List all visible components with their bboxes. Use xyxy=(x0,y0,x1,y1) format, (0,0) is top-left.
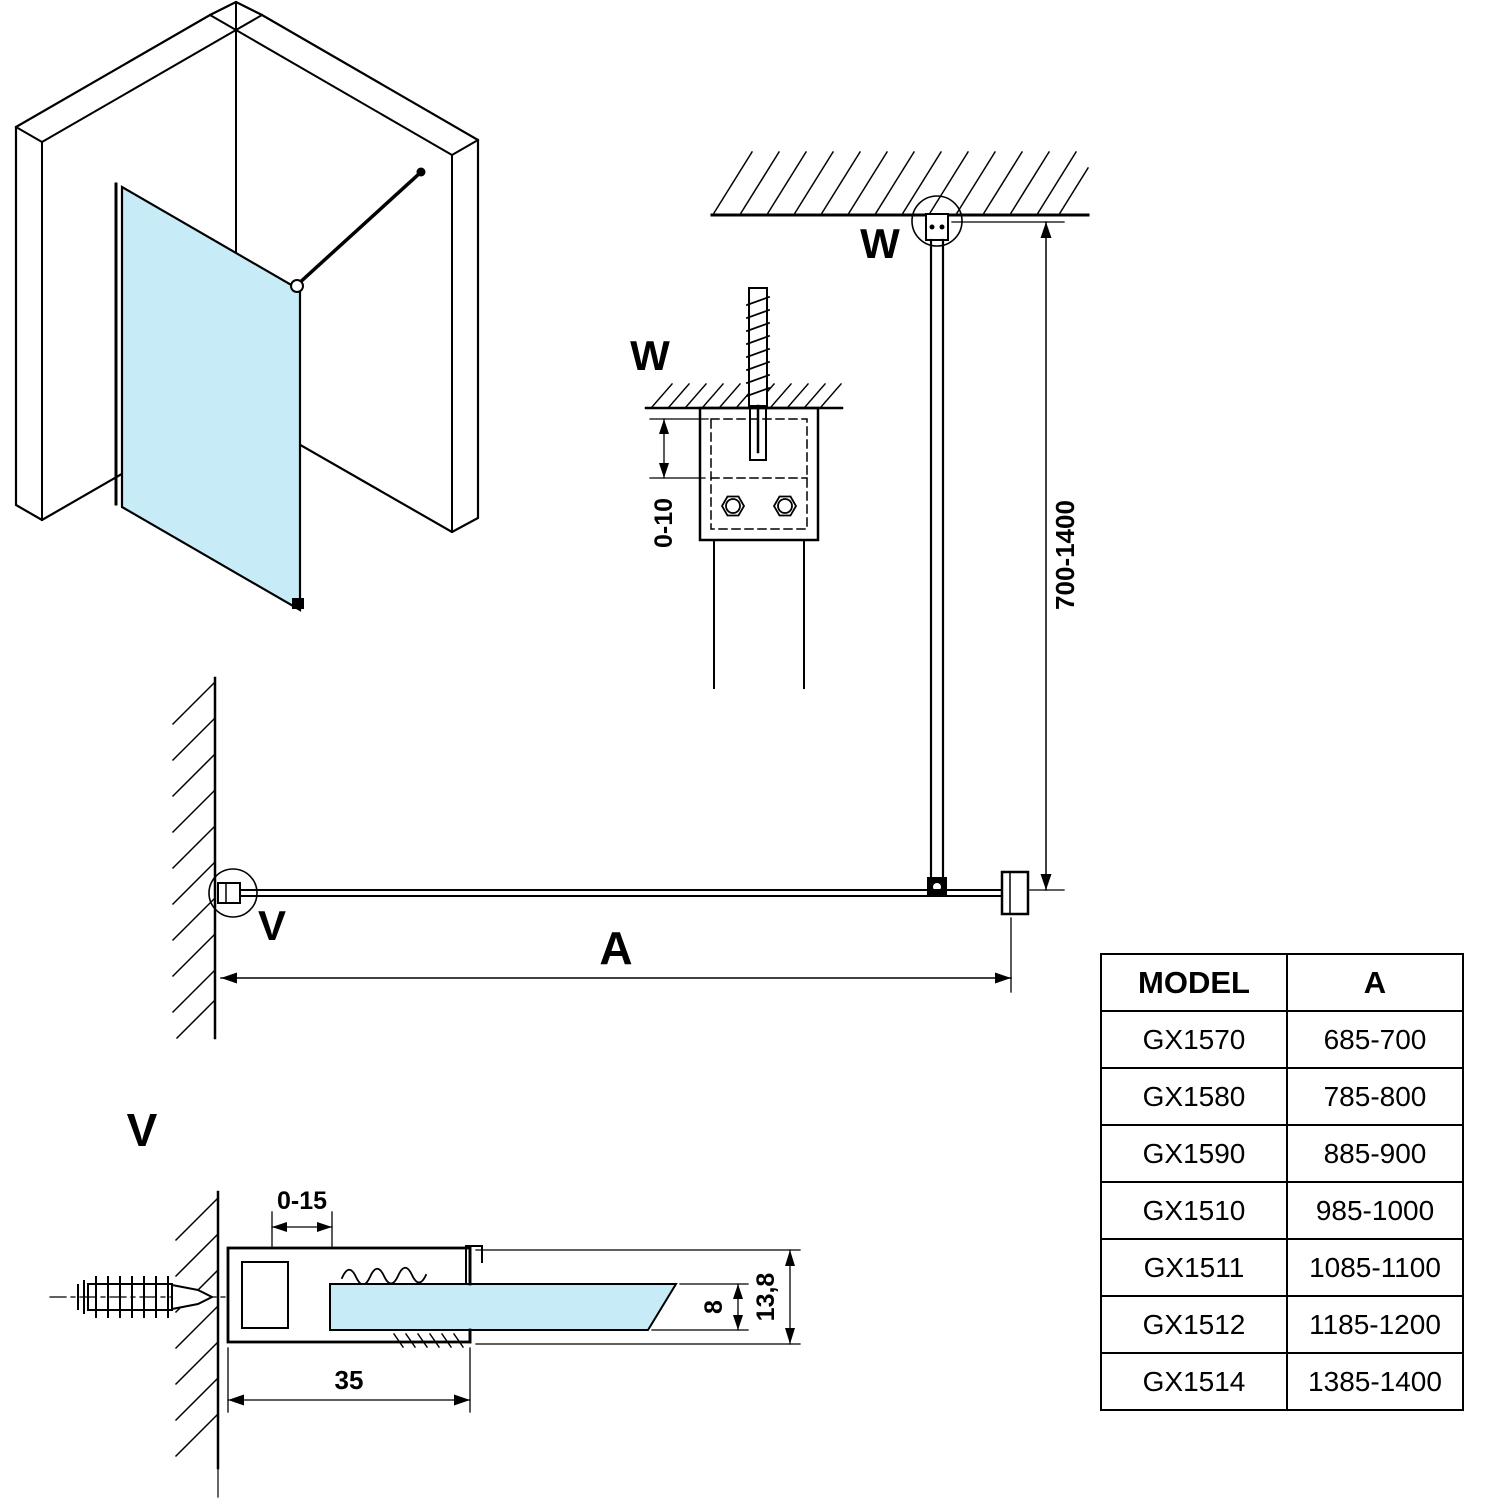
ceiling-bracket-screw-1 xyxy=(929,224,935,230)
ceiling-bracket-screw-2 xyxy=(939,224,945,230)
detail-marker-v xyxy=(208,868,258,918)
gasket-clip xyxy=(465,1245,483,1283)
dim-profile-adjust-label: 0-15 xyxy=(277,1187,327,1215)
detail-marker-v-label: V xyxy=(258,902,286,949)
table-cell: GX1511 xyxy=(1100,1238,1288,1297)
dim-span-a: A xyxy=(220,917,1012,993)
detail-v-label: V xyxy=(127,1104,158,1156)
glass-panel xyxy=(120,185,302,612)
wall-anchor-dowel xyxy=(77,1276,215,1318)
dim-profile-width: 35 xyxy=(227,1347,471,1413)
ceiling-hatch xyxy=(712,150,1090,215)
dim-profile-height-label: 13,8 xyxy=(752,1273,780,1322)
dim-span-a-label: A xyxy=(599,922,632,974)
bar-glass-clamp xyxy=(290,279,304,293)
bottom-gasket-serration xyxy=(392,1332,465,1349)
table-cell: GX1510 xyxy=(1100,1181,1288,1240)
isometric-view xyxy=(14,0,480,612)
dim-profile-adjust: 0-15 xyxy=(271,1187,333,1247)
table-cell: 885-900 xyxy=(1286,1124,1464,1183)
mounting-bracket xyxy=(698,406,820,542)
panel-end-cap xyxy=(1000,870,1030,916)
dim-bar-height-label: 700-1400 xyxy=(1050,500,1080,610)
walls-outline xyxy=(14,0,480,534)
dim-profile-height: 13,8 xyxy=(475,1249,801,1345)
detail-marker-w xyxy=(911,195,963,247)
table-cell: 1085-1100 xyxy=(1286,1238,1464,1297)
dim-bracket-adjust-label: 0-10 xyxy=(650,498,678,548)
support-bar xyxy=(294,170,423,288)
glass-panel-section xyxy=(329,1283,678,1331)
table-cell: GX1580 xyxy=(1100,1067,1288,1126)
table-cell: 1385-1400 xyxy=(1286,1352,1464,1411)
dim-glass-thickness: 8 xyxy=(651,1283,749,1331)
detail-w-view: W xyxy=(630,287,844,689)
table-header-row: MODEL A xyxy=(1100,953,1464,1012)
dim-glass-thickness-label: 8 xyxy=(700,1300,728,1314)
detail-w-label: W xyxy=(630,332,670,379)
profile-screw-channel xyxy=(241,1261,289,1329)
glass-gasket xyxy=(340,1266,428,1286)
dim-bracket-adjust: 0-10 xyxy=(649,418,709,548)
detail-v-view: V xyxy=(49,1104,801,1498)
dim-profile-width-label: 35 xyxy=(335,1365,364,1395)
table-cell: GX1514 xyxy=(1100,1352,1288,1411)
table-cell: 685-700 xyxy=(1286,1010,1464,1069)
table-cell: 1185-1200 xyxy=(1286,1295,1464,1354)
bar-wall-fitting xyxy=(416,167,426,177)
ceiling-bracket xyxy=(925,213,949,241)
table-cell: 785-800 xyxy=(1286,1067,1464,1126)
bracket-adjust-zone xyxy=(710,418,808,530)
wall-hatch-plan xyxy=(171,680,217,1040)
dim-bar-height: 700-1400 xyxy=(951,221,1080,891)
elevation-view: W V A xyxy=(171,150,1090,1040)
table-cell: GX1590 xyxy=(1100,1124,1288,1183)
glass-foot xyxy=(292,598,304,609)
detail-marker-w-label: W xyxy=(860,220,900,267)
table-cell: 985-1000 xyxy=(1286,1181,1464,1240)
table-cell: GX1512 xyxy=(1100,1295,1288,1354)
table-header-a: A xyxy=(1286,953,1464,1012)
wall-profile-fitting xyxy=(217,882,241,904)
wall-hatch-v xyxy=(174,1196,220,1458)
table-cell: GX1570 xyxy=(1100,1010,1288,1069)
bracket-bolts xyxy=(720,495,798,517)
anchor-screw xyxy=(745,287,771,461)
table-header-model: MODEL xyxy=(1100,953,1288,1012)
